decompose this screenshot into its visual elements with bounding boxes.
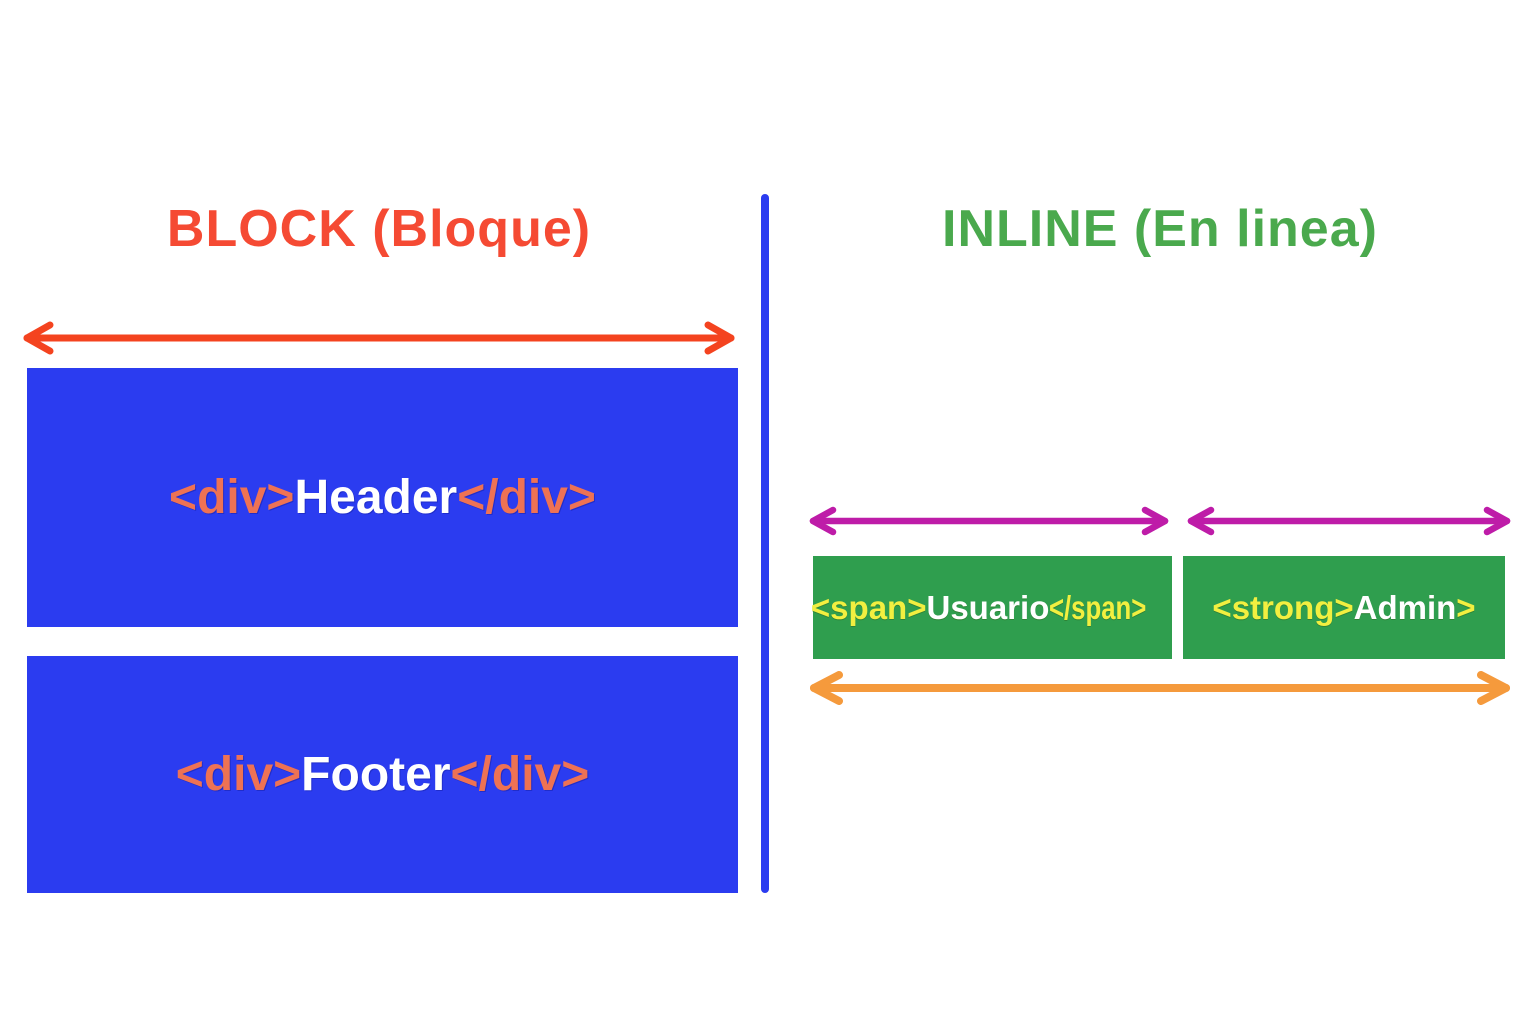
span-width-arrow-icon <box>809 506 1169 536</box>
header-label: Header <box>294 471 458 524</box>
inline-row-full-width-arrow-icon <box>810 671 1510 705</box>
strong-open-tag: <strong> <box>1212 588 1354 626</box>
footer-open-tag: <div> <box>175 748 302 801</box>
block-panel-title: BLOCK (Bloque) <box>166 200 592 258</box>
header-block-element: <div>Header</div> <box>27 368 738 627</box>
span-inline-element: <span>Usuario</span> <box>811 556 1174 659</box>
footer-label: Footer <box>301 748 451 801</box>
span-close-tag: </span> <box>1049 588 1147 626</box>
header-close-tag: </div> <box>457 471 596 524</box>
footer-code-text: <div>Footer</div> <box>176 747 590 802</box>
header-code-text: <div>Header</div> <box>169 470 596 525</box>
strong-code-text: <strong>Admin> <box>1212 589 1475 627</box>
strong-label: Admin <box>1353 588 1457 626</box>
strong-close-tag: > <box>1456 588 1476 626</box>
strong-inline-element: <strong>Admin> <box>1183 556 1505 659</box>
span-open-tag: <span> <box>810 588 927 626</box>
footer-close-tag: </div> <box>450 748 590 801</box>
strong-width-arrow-icon <box>1187 506 1511 536</box>
vertical-divider <box>761 194 769 893</box>
footer-block-element: <div>Footer</div> <box>27 656 738 893</box>
inline-panel-title: INLINE (En linea) <box>942 200 1378 258</box>
span-code-text: <span>Usuario</span> <box>811 589 1174 627</box>
block-full-width-arrow-icon <box>23 321 735 355</box>
span-label: Usuario <box>926 588 1050 626</box>
header-open-tag: <div> <box>169 471 295 524</box>
